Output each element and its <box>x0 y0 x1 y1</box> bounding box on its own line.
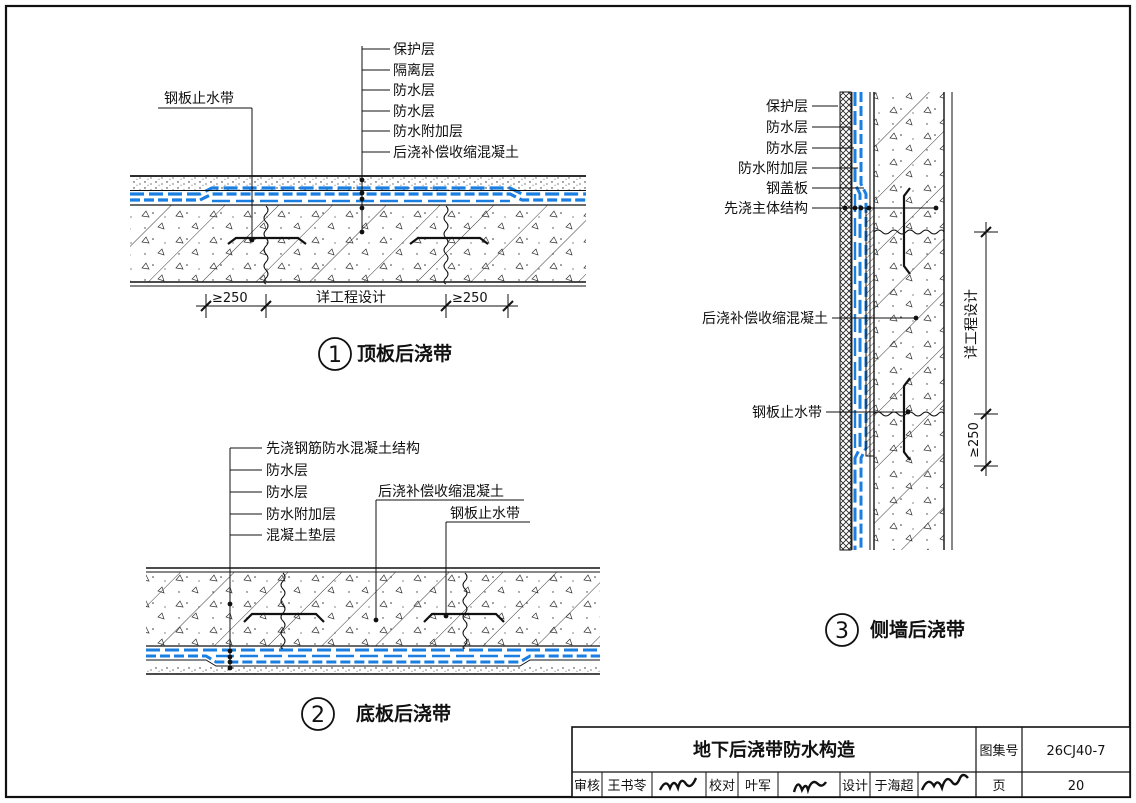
roof-waterstop-right <box>409 236 489 245</box>
wall-label-postcast: 后浇补偿收缩混凝土 <box>702 311 828 327</box>
sheet-border <box>4 4 1132 799</box>
roof-dim-mid: 详工程设计 <box>316 290 386 306</box>
base-label-structure: 先浇钢筋防水混凝土结构 <box>266 440 420 457</box>
base-label-cushion: 混凝土垫层 <box>266 528 336 544</box>
roof-detail-caption: 顶板后浇带 <box>357 342 452 365</box>
checker-name: 叶军 <box>745 779 771 794</box>
reviewer-signature <box>658 777 698 792</box>
roof-detail-number-circle <box>318 337 352 371</box>
wall-detail-number-circle <box>825 613 859 647</box>
wall-waterstop-lower <box>902 377 911 461</box>
roof-dim-right: ≥250 <box>452 291 488 306</box>
detail-side-wall: 保护层 防水层 防水层 防水附加层 钢盖板 先浇主体结构 后浇补偿收缩混凝土 钢… <box>702 91 998 647</box>
detail-base-slab: 先浇钢筋防水混凝土结构 防水层 防水层 防水附加层 混凝土垫层 后浇补偿收缩混凝… <box>146 440 600 731</box>
wall-joint-upper <box>873 229 945 235</box>
detail-roof-slab: 保护层 隔离层 防水层 防水层 防水附加层 后浇补偿收缩混凝土 钢板止水带 ≥2… <box>130 42 586 371</box>
roof-label-protection: 保护层 <box>393 42 435 58</box>
reviewer-name: 王书苓 <box>607 779 646 794</box>
page-number: 20 <box>1068 779 1085 794</box>
base-detail-caption: 底板后浇带 <box>356 702 451 725</box>
roof-dimension: ≥250 详工程设计 ≥250 <box>196 290 518 318</box>
page-label: 页 <box>992 779 1005 794</box>
base-cushion-layer <box>146 666 600 674</box>
designer-signature <box>920 773 969 792</box>
base-label-waterproof-1: 防水层 <box>266 463 308 479</box>
wall-detail-number: 3 <box>835 619 849 644</box>
wall-dim-upper: 详工程设计 <box>964 289 980 359</box>
roof-label-postcast: 后浇补偿收缩混凝土 <box>393 145 519 161</box>
wall-label-waterstop: 钢板止水带 <box>752 405 822 421</box>
base-label-postcast: 后浇补偿收缩混凝土 <box>378 484 504 500</box>
roof-waterstop-left <box>227 236 307 245</box>
wall-dim-lower: ≥250 <box>967 422 982 458</box>
wall-dimension: 详工程设计 ≥250 <box>964 222 998 476</box>
roof-label-waterproof-2: 防水层 <box>393 104 435 120</box>
base-label-waterstop: 钢板止水带 <box>450 506 520 522</box>
roof-joint-left <box>263 205 269 285</box>
roof-label-additional: 防水附加层 <box>393 124 463 140</box>
base-waterstop-left <box>243 612 325 623</box>
roof-detail-number: 1 <box>328 343 342 368</box>
wall-label-structure: 先浇主体结构 <box>724 201 808 217</box>
drawing-title: 地下后浇带防水构造 <box>693 739 855 761</box>
wall-detail-caption: 侧墙后浇带 <box>870 618 965 641</box>
wall-steel-cover-plate <box>865 207 875 457</box>
wall-label-waterproof-2: 防水层 <box>766 141 808 157</box>
wall-protection-layer <box>839 91 852 551</box>
check-label: 校对 <box>709 778 735 794</box>
roof-label-waterproof-1: 防水层 <box>393 83 435 99</box>
roof-label-waterstop: 钢板止水带 <box>164 91 234 107</box>
base-label-waterproof-2: 防水层 <box>266 485 308 501</box>
roof-waterproof-layers <box>130 186 586 206</box>
base-waterproof-layers <box>146 645 600 667</box>
wall-label-additional: 防水附加层 <box>738 161 808 177</box>
base-label-additional: 防水附加层 <box>266 507 336 523</box>
wall-label-steel-cover: 钢盖板 <box>766 181 808 197</box>
atlas-number: 26CJ40-7 <box>1047 744 1106 759</box>
review-label: 审核 <box>574 779 600 794</box>
title-block: 地下后浇带防水构造 图集号 26CJ40-7 审核 王书苓 校对 叶军 设计 于… <box>571 726 1131 798</box>
base-waterstop-right <box>423 612 505 623</box>
base-detail-number-circle <box>301 697 335 731</box>
roof-label-isolation: 隔离层 <box>393 62 435 79</box>
designer-name: 于海超 <box>874 779 913 794</box>
design-label: 设计 <box>842 779 868 794</box>
base-detail-number: 2 <box>311 703 325 728</box>
wall-label-waterproof-1: 防水层 <box>766 120 808 136</box>
wall-waterstop-upper <box>902 187 911 275</box>
checker-signature <box>792 780 827 795</box>
roof-dim-left: ≥250 <box>212 291 248 306</box>
roof-joint-right <box>443 205 449 285</box>
wall-label-protection: 保护层 <box>766 99 808 115</box>
atlas-label: 图集号 <box>979 743 1018 759</box>
